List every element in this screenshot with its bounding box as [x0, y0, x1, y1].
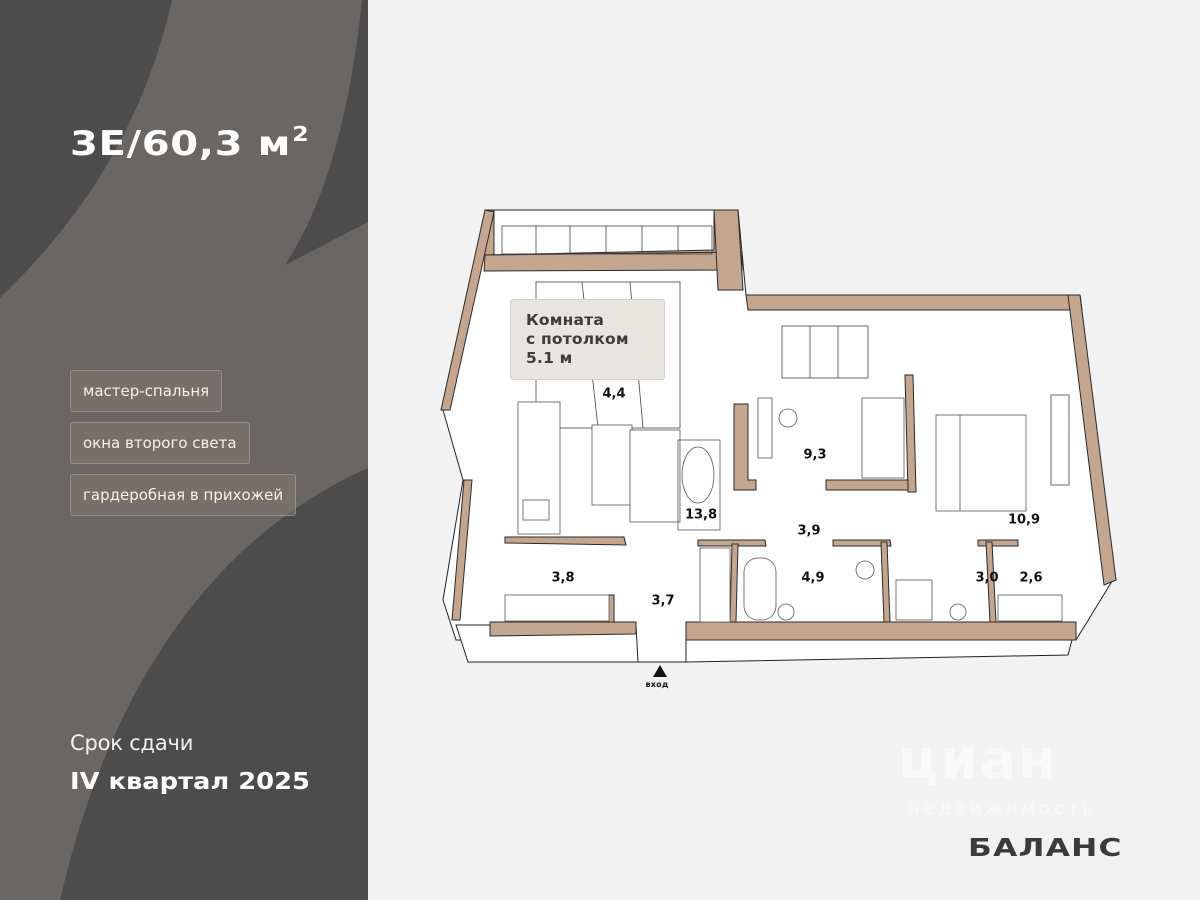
- room-area-master-bedroom: 10,9: [1007, 512, 1041, 528]
- room-area-bathroom: 4,9: [801, 570, 825, 586]
- room-area-toilet: 3,0: [975, 570, 999, 586]
- ceiling-height-callout: Комната с потолком 5.1 м: [510, 299, 665, 380]
- floor-plan-drawing: [440, 209, 1117, 663]
- entrance-label: вход: [645, 680, 669, 689]
- floor-plan: Комната с потолком 5.1 м 4,4 13,8 9,3 10…: [368, 0, 1200, 900]
- room-area-second-light: 4,4: [602, 386, 626, 402]
- info-panel: 3Е/60,3 м2 мастер-спальня окна второго с…: [0, 0, 368, 900]
- entrance-arrow-icon: [653, 665, 667, 677]
- feature-tag-master-bedroom: мастер-спальня: [70, 370, 223, 412]
- apartment-title: 3Е/60,3 м2: [70, 122, 309, 164]
- deadline-value: IV квартал 2025: [70, 769, 310, 795]
- room-area-kitchen-living: 13,8: [684, 507, 718, 523]
- entrance-marker: вход: [646, 665, 670, 689]
- room-area-wardrobe: 3,8: [551, 570, 575, 586]
- developer-brand-logo: БАЛАНС: [968, 833, 1123, 862]
- square-meter-superscript: 2: [292, 122, 310, 146]
- feature-tag-double-height-windows: окна второго света: [70, 422, 250, 464]
- room-area-storage: 2,6: [1019, 570, 1043, 586]
- deadline-label: Срок сдачи: [70, 731, 194, 755]
- callout-line-1: Комната: [526, 311, 604, 329]
- room-area-corridor: 3,9: [797, 523, 821, 539]
- feature-tag-hall-wardrobe: гардеробная в прихожей: [70, 474, 297, 516]
- watermark-logo: циан: [898, 728, 1058, 791]
- watermark-subtitle: недвижимость: [908, 798, 1098, 819]
- room-area-hall: 3,7: [651, 593, 675, 609]
- room-area-bedroom: 9,3: [803, 447, 827, 463]
- callout-line-2: с потолком: [526, 330, 629, 348]
- feature-tags: мастер-спальня окна второго света гардер…: [70, 370, 297, 526]
- callout-line-3: 5.1 м: [526, 349, 573, 367]
- apartment-title-text: 3Е/60,3 м: [70, 124, 292, 164]
